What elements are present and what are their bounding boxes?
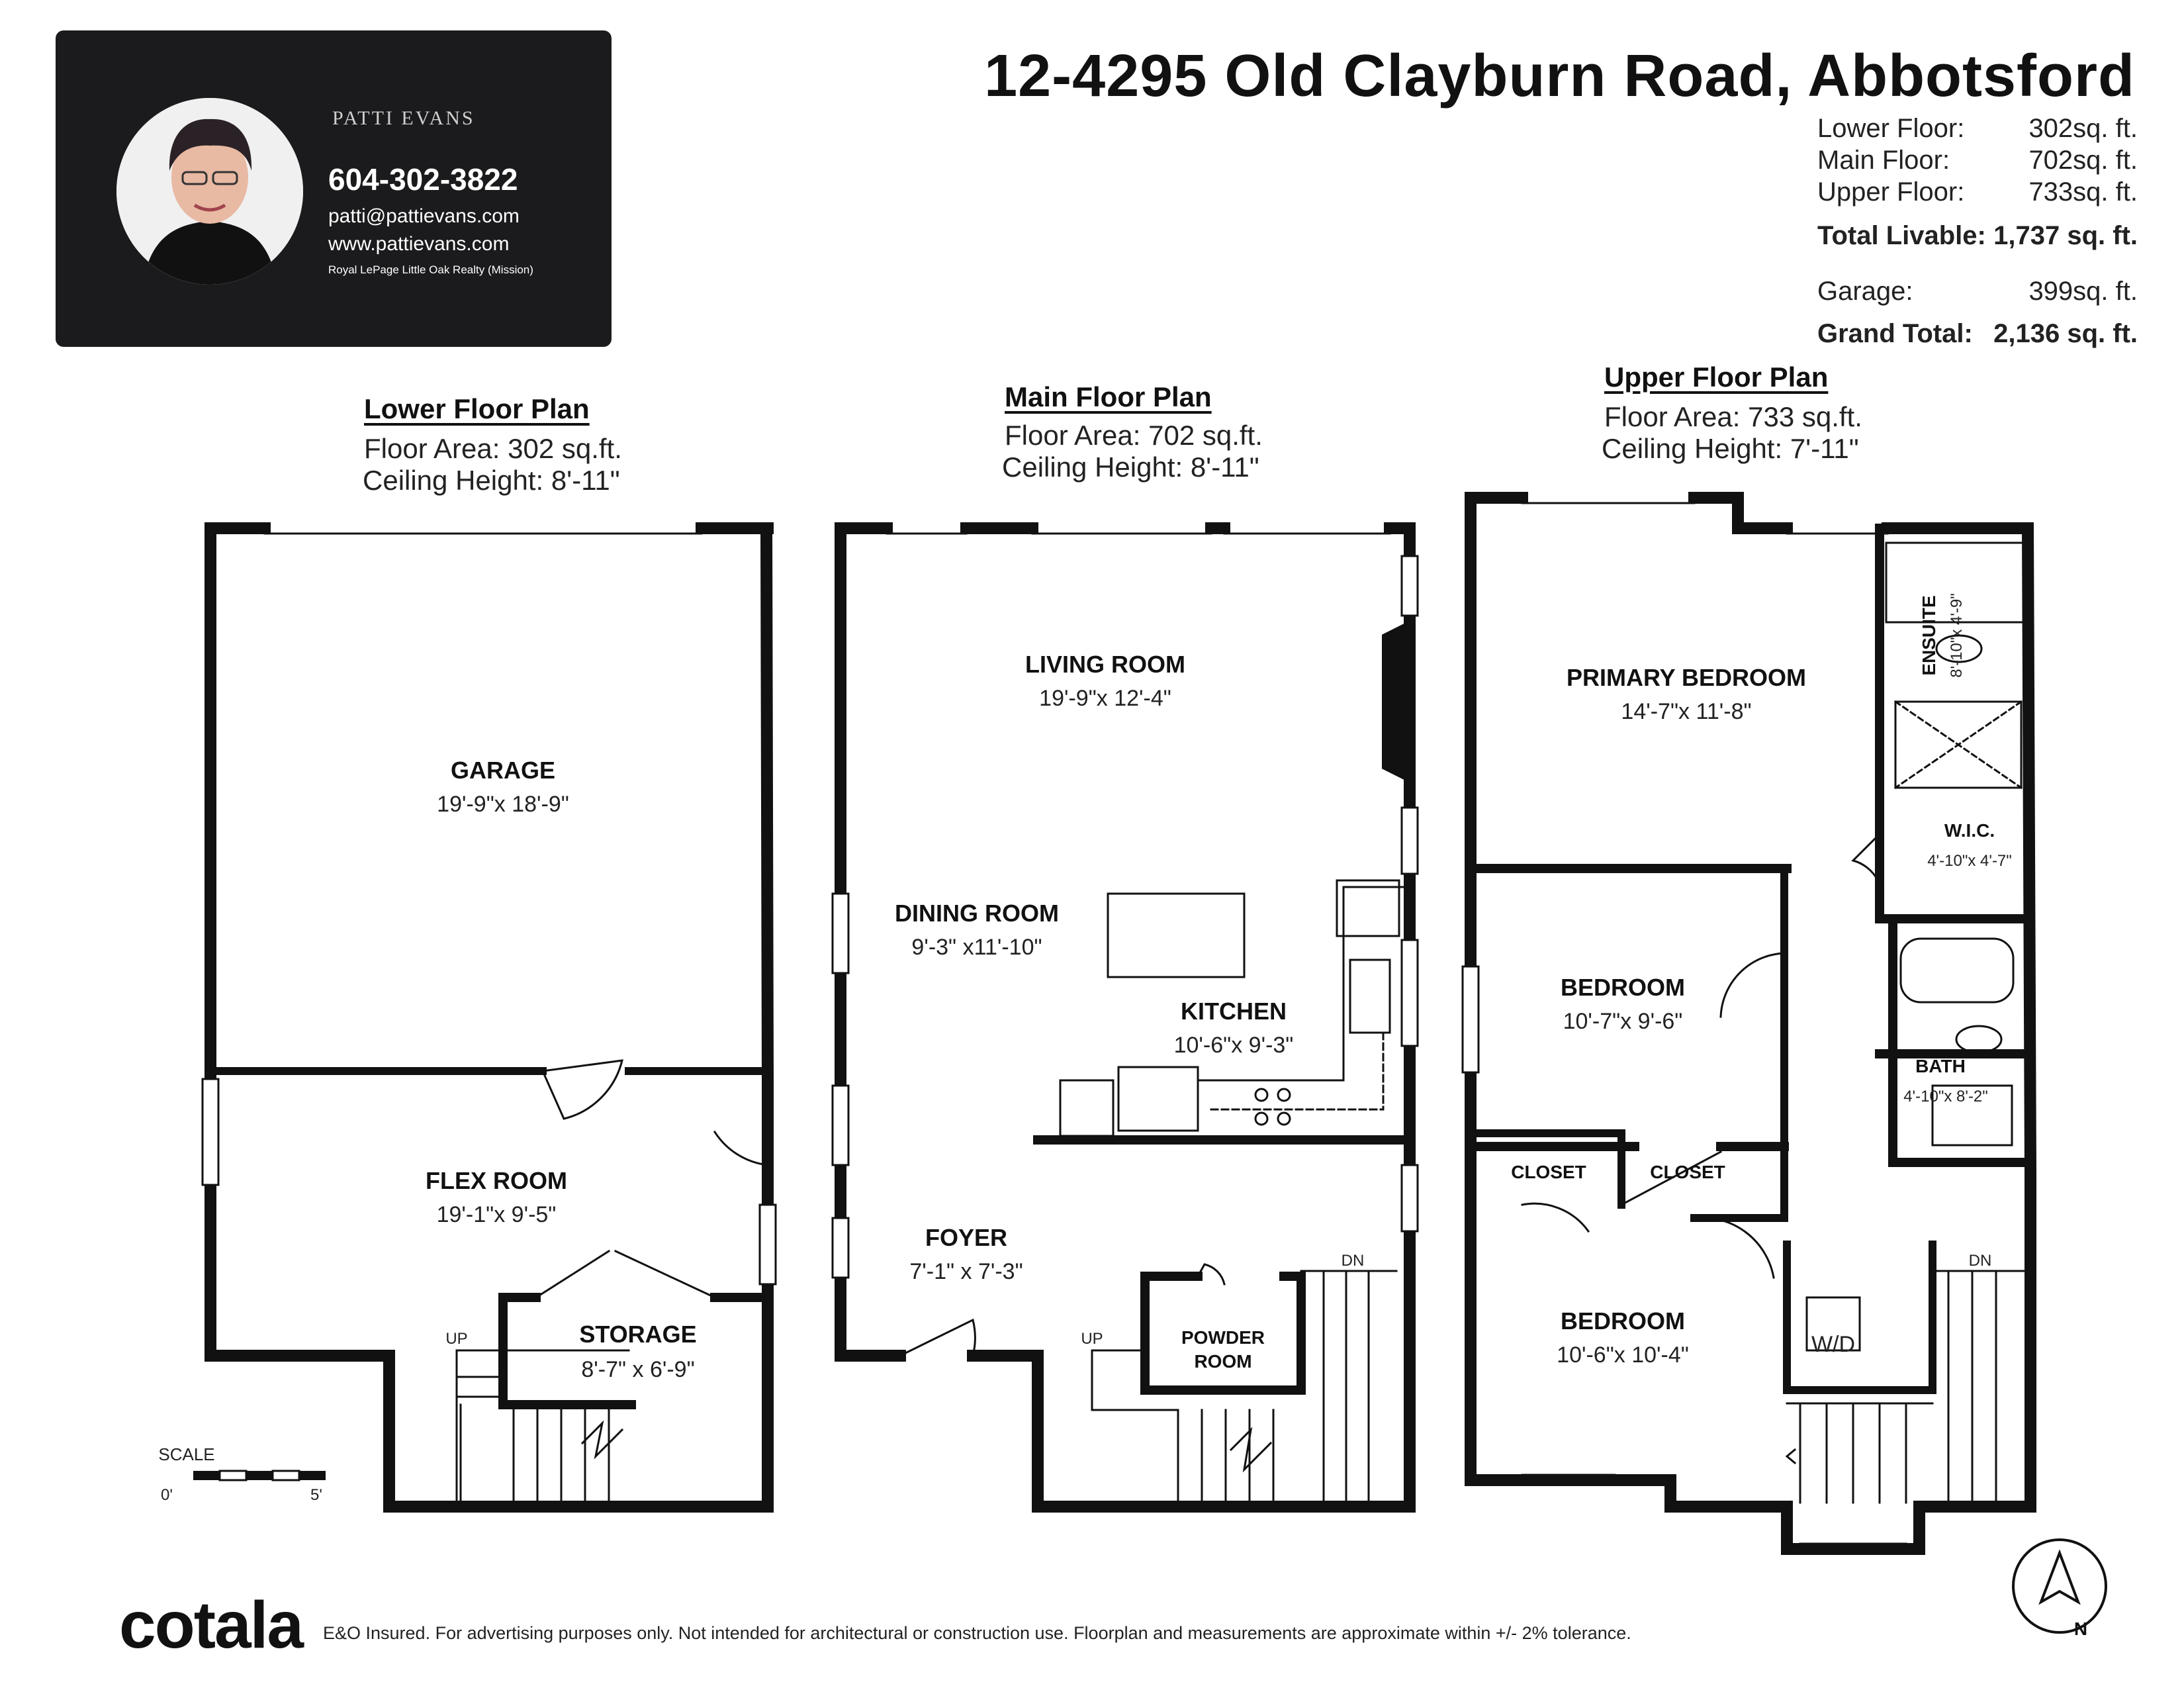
upper-plan-area: Floor Area: 733 sq.ft. [1604, 401, 1862, 432]
storage-name: STORAGE [579, 1321, 696, 1348]
main-floor-details [831, 532, 1419, 1504]
primary-bedroom-name: PRIMARY BEDROOM [1567, 664, 1806, 691]
lower-floor-details [201, 532, 777, 1504]
fireplace-label: FP [1382, 701, 1406, 722]
living-room-dims: 19'-9"x 12'-4" [1039, 686, 1171, 711]
total-livable-label: Total Livable: [1817, 221, 1986, 250]
dining-room-dims: 9'-3" x11'-10" [911, 935, 1042, 960]
compass: N [2012, 1538, 2107, 1639]
upper-plan-title: Upper Floor Plan [1604, 361, 1829, 393]
bedroom-3-dims: 10'-6"x 10'-4" [1557, 1342, 1689, 1368]
foyer-dims: 7'-1" x 7'-3" [909, 1259, 1023, 1284]
main-plan-area: Floor Area: 702 sq.ft. [1005, 420, 1263, 451]
footer-brand-logo: cotala [119, 1588, 304, 1662]
scale-max: 5' [310, 1486, 322, 1504]
area-label-upper: Upper Floor: [1817, 177, 1965, 207]
main-plan-ceiling: Ceiling Height: 8'-11" [1002, 451, 1259, 483]
kitchen-dims: 10'-6"x 9'-3" [1174, 1033, 1294, 1058]
main-floor-walls [835, 522, 1416, 1513]
garage-label: Garage: [1817, 277, 1913, 306]
powder-room-name-2: ROOM [1194, 1351, 1251, 1372]
agent-phone: 604-302-3822 [328, 162, 518, 197]
main-stairs-up-label: UP [1081, 1330, 1103, 1348]
compass-north-label: N [2074, 1618, 2087, 1639]
upper-floor-details [1461, 502, 2029, 1545]
garage-dims: 19'-9"x 18'-9" [437, 792, 569, 817]
dining-room-name: DINING ROOM [895, 900, 1059, 927]
lower-plan-title: Lower Floor Plan [364, 393, 590, 424]
area-value-lower: 302sq. ft. [2028, 114, 2138, 143]
bedroom-2-dims: 10'-7"x 9'-6" [1563, 1009, 1683, 1034]
upper-floor-walls [1465, 492, 2036, 1555]
closet-2-name: CLOSET [1650, 1162, 1725, 1182]
powder-room-name: POWDER [1181, 1327, 1265, 1348]
upper-stairs-down-label: DN [1969, 1252, 1992, 1270]
garage-name: GARAGE [451, 757, 555, 784]
kitchen-name: KITCHEN [1181, 998, 1287, 1025]
closet-1-name: CLOSET [1511, 1162, 1586, 1182]
area-label-main: Main Floor: [1817, 146, 1950, 175]
garage-value: 399sq. ft. [2028, 277, 2138, 306]
total-livable-value: 1,737 sq. ft. [1993, 221, 2138, 250]
lower-plan-area: Floor Area: 302 sq.ft. [364, 433, 622, 464]
upper-plan-ceiling: Ceiling Height: 7'-11" [1602, 433, 1859, 464]
agent-photo [116, 98, 303, 285]
primary-bedroom-dims: 14'-7"x 11'-8" [1621, 699, 1751, 724]
listing-address: 12-4295 Old Clayburn Road, Abbotsford [984, 43, 2135, 109]
wic-dims: 4'-10"x 4'-7" [1927, 852, 2012, 870]
grand-total-label: Grand Total: [1817, 319, 1973, 348]
lower-floor-walls [205, 522, 774, 1513]
area-value-upper: 733sq. ft. [2028, 177, 2138, 207]
area-label-lower: Lower Floor: [1817, 114, 1965, 143]
agent-logo: PATTI EVANS [332, 107, 475, 129]
lower-floor-labels: GARAGE 19'-9"x 18'-9" FLEX ROOM 19'-1"x … [426, 757, 697, 1382]
living-room-name: LIVING ROOM [1025, 651, 1185, 678]
agent-brokerage: Royal LePage Little Oak Realty (Mission) [328, 263, 533, 276]
bedroom-2-name: BEDROOM [1561, 974, 1685, 1001]
bath-name: BATH [1915, 1056, 1966, 1076]
wic-name: W.I.C. [1944, 820, 1995, 841]
area-value-main: 702sq. ft. [2028, 146, 2138, 175]
grand-total-value: 2,136 sq. ft. [1993, 319, 2138, 348]
ensuite-name: ENSUITE [1919, 595, 1939, 675]
lower-plan-ceiling: Ceiling Height: 8'-11" [363, 465, 620, 496]
flex-room-name: FLEX ROOM [426, 1167, 567, 1194]
scale-min: 0' [161, 1486, 173, 1504]
scale-label: SCALE [158, 1444, 214, 1464]
agent-website: www.pattievans.com [328, 233, 510, 255]
main-floor-labels: LIVING ROOM 19'-9"x 12'-4" DINING ROOM 9… [895, 651, 1406, 1372]
bath-dims: 4'-10"x 8'-2" [1903, 1088, 1988, 1105]
compass-arrow-icon [2038, 1549, 2081, 1605]
main-stairs-down-label: DN [1342, 1252, 1365, 1270]
agent-card: PATTI EVANS 604-302-3822 patti@pattievan… [56, 30, 612, 347]
ensuite-dims: 8'-10"x 4'-9" [1948, 593, 1966, 678]
scale-bar: SCALE 0' 5' [158, 1444, 326, 1504]
footer-disclaimer: E&O Insured. For advertising purposes on… [323, 1623, 1631, 1643]
upper-floor-labels: PRIMARY BEDROOM 14'-7"x 11'-8" ENSUITE 8… [1511, 593, 2012, 1368]
main-plan-title: Main Floor Plan [1005, 381, 1212, 412]
bedroom-3-name: BEDROOM [1561, 1307, 1685, 1335]
foyer-name: FOYER [925, 1224, 1007, 1251]
storage-dims: 8'-7" x 6'-9" [581, 1357, 694, 1382]
agent-email: patti@pattievans.com [328, 205, 520, 227]
washer-dryer-label: W/D [1811, 1332, 1855, 1357]
flex-room-dims: 19'-1"x 9'-5" [437, 1202, 557, 1227]
lower-stairs-up-label: UP [445, 1330, 467, 1348]
